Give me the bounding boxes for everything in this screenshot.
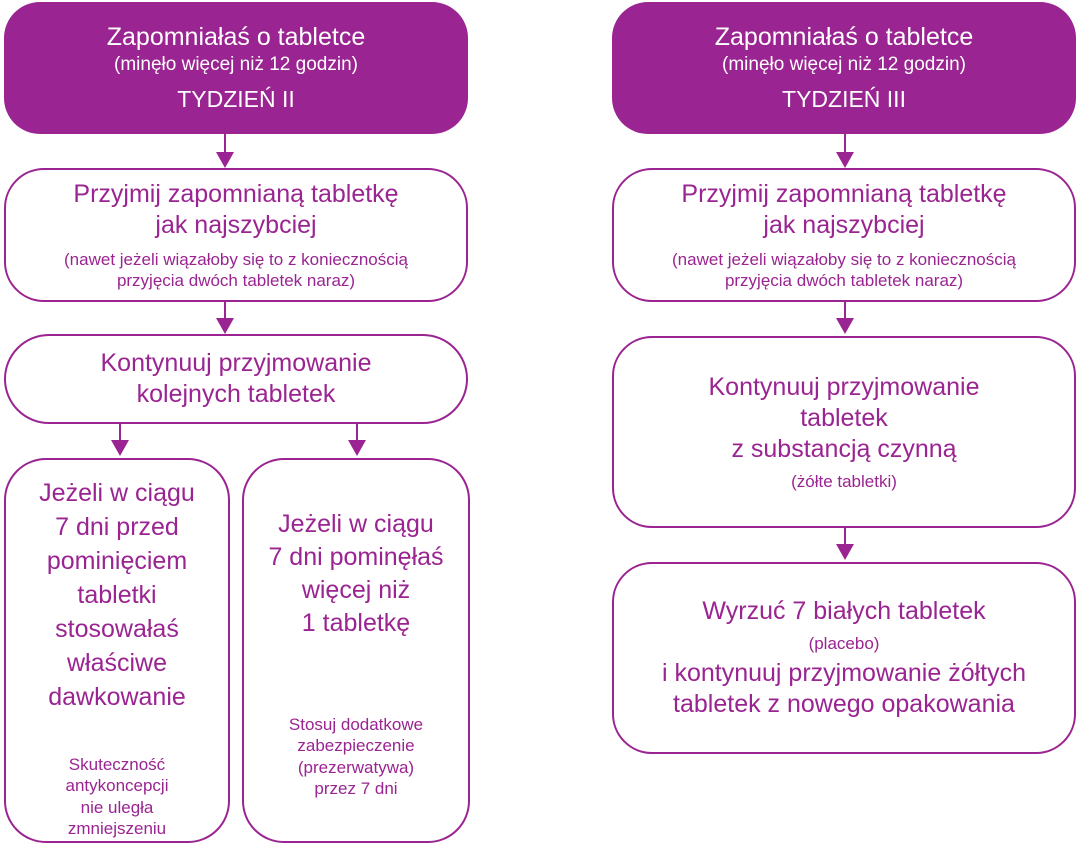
left-continue-line2: kolejnych tabletek xyxy=(136,380,336,408)
left-header-title: Zapomniałaś o tabletce xyxy=(106,23,366,52)
branch-b-line1: Jeżeli w ciągu xyxy=(278,510,434,538)
right-take-missed-box: Przyjmij zapomnianą tabletkę jak najszyb… xyxy=(612,168,1076,302)
branch-a-result3: nie uległa xyxy=(80,797,154,817)
left-take-missed-line2: jak najszybciej xyxy=(155,210,317,239)
branch-b-line2: 7 dni pominęłaś xyxy=(268,543,444,571)
left-header-week: TYDZIEŃ II xyxy=(177,86,295,113)
branch-a-line5: stosowałaś xyxy=(55,615,179,643)
branch-a-line3: pominięciem xyxy=(46,547,188,575)
right-take-missed-line2: jak najszybciej xyxy=(763,210,925,239)
right-discard-note: (placebo) xyxy=(808,633,880,653)
left-branch-a-box: Jeżeli w ciągu 7 dni przed pominięciem t… xyxy=(4,458,230,843)
left-take-missed-box: Przyjmij zapomnianą tabletkę jak najszyb… xyxy=(4,168,468,302)
branch-a-result1: Skuteczność xyxy=(68,755,166,774)
branch-a-line4: tabletki xyxy=(77,581,157,609)
right-header-week: TYDZIEŃ III xyxy=(782,86,906,113)
left-take-missed-note1: (nawet jeżeli wiązałoby się to z koniecz… xyxy=(64,250,408,269)
right-discard-line1: Wyrzuć 7 białych tabletek xyxy=(702,596,986,625)
right-continue-box: Kontynuuj przyjmowanie tabletek z substa… xyxy=(612,336,1076,528)
right-header-box: Zapomniałaś o tabletce (minęło więcej ni… xyxy=(612,2,1076,134)
branch-b-line3: więcej niż xyxy=(301,576,411,604)
left-take-missed-note2: przyjęcia dwóch tabletek naraz) xyxy=(116,271,356,291)
right-header-title: Zapomniałaś o tabletce xyxy=(714,23,974,52)
left-header-subtitle: (minęło więcej niż 12 godzin) xyxy=(114,54,358,76)
left-take-missed-line1: Przyjmij zapomnianą tabletkę xyxy=(73,179,399,208)
left-header-box: Zapomniałaś o tabletce (minęło więcej ni… xyxy=(4,2,468,134)
branch-a-result4: zmniejszeniu xyxy=(67,818,167,838)
branch-b-result3: (prezerwatywa) xyxy=(297,757,415,777)
branch-a-result2: antykoncepcji xyxy=(65,776,169,796)
branch-a-line6: właściwe xyxy=(66,649,168,677)
left-continue-line1: Kontynuuj przyjmowanie xyxy=(100,348,372,377)
right-continue-line1: Kontynuuj przyjmowanie xyxy=(708,372,980,401)
branch-b-result4: przez 7 dni xyxy=(314,778,398,798)
right-continue-note: (żółte tabletki) xyxy=(791,472,897,492)
right-take-missed-note1: (nawet jeżeli wiązałoby się to z koniecz… xyxy=(672,250,1016,269)
left-continue-box: Kontynuuj przyjmowanie kolejnych tablete… xyxy=(4,334,468,424)
right-continue-line3: z substancją czynną xyxy=(731,435,957,463)
branch-b-result1: Stosuj dodatkowe xyxy=(288,715,424,734)
right-take-missed-note2: przyjęcia dwóch tabletek naraz) xyxy=(724,271,964,291)
branch-b-line4: 1 tabletkę xyxy=(301,609,411,637)
branch-a-line1: Jeżeli w ciągu xyxy=(39,479,195,507)
right-header-subtitle: (minęło więcej niż 12 godzin) xyxy=(722,54,966,76)
branch-a-line7: dawkowanie xyxy=(48,683,186,711)
right-discard-line3: tabletek z nowego opakowania xyxy=(673,690,1015,719)
right-discard-line2: i kontynuuj przyjmowanie żółtych xyxy=(661,659,1027,687)
left-branch-b-box: Jeżeli w ciągu 7 dni pominęłaś więcej ni… xyxy=(242,458,470,843)
right-discard-box: Wyrzuć 7 białych tabletek (placebo) i ko… xyxy=(612,562,1076,754)
right-continue-line2: tabletek xyxy=(800,403,888,432)
branch-b-result2: zabezpieczenie xyxy=(297,736,415,756)
right-take-missed-line1: Przyjmij zapomnianą tabletkę xyxy=(681,179,1007,208)
branch-a-line2: 7 dni przed xyxy=(55,513,179,541)
